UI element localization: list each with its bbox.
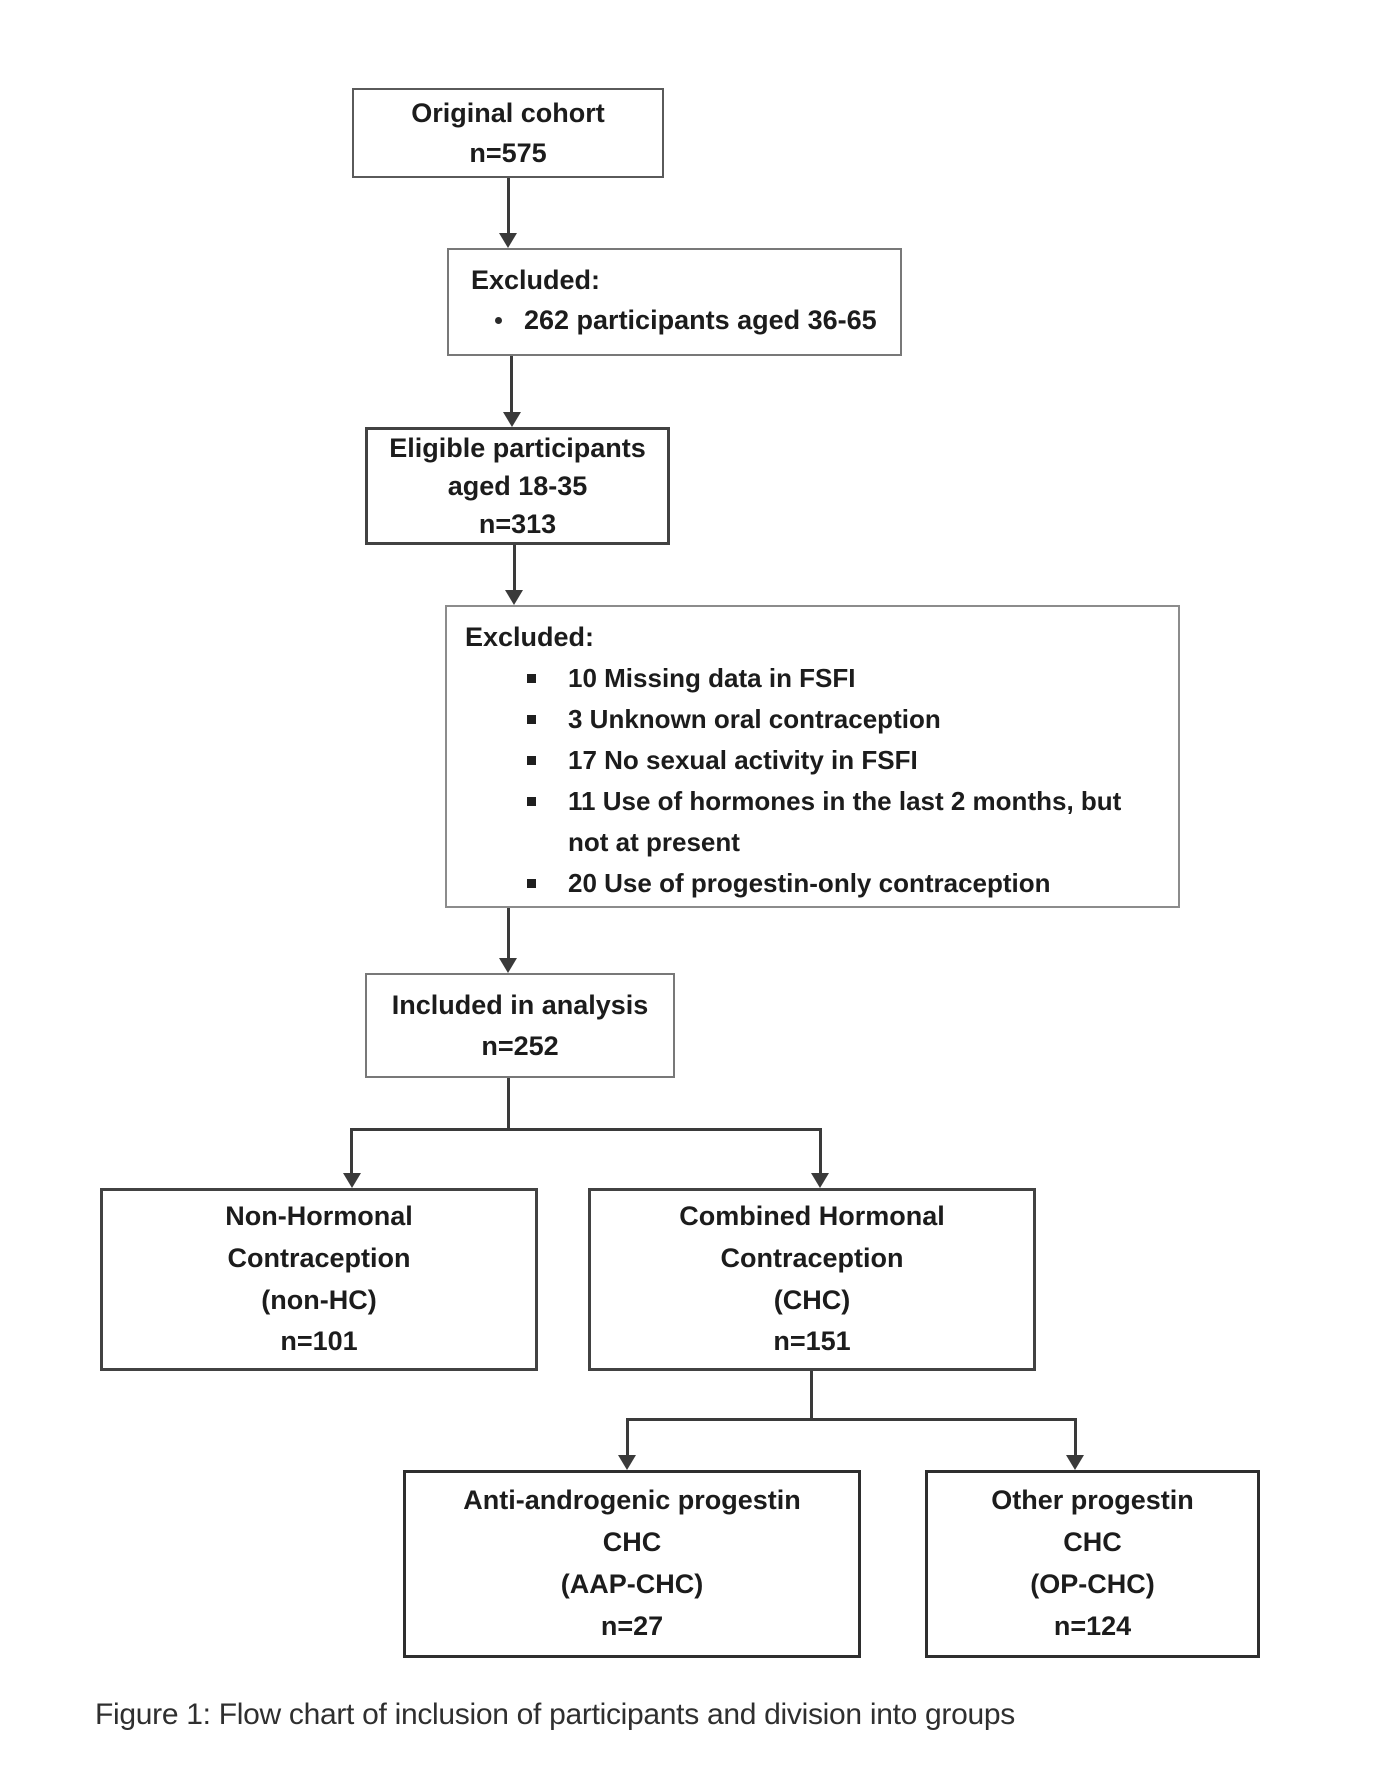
figure-caption: Figure 1: Flow chart of inclusion of par… — [95, 1698, 1015, 1731]
bullet-square-icon — [527, 756, 536, 765]
box-text-line: (OP-CHC) — [1030, 1569, 1155, 1599]
box-text-line: n=252 — [481, 1030, 559, 1061]
box-text: Eligible participants aged 18-35 n=313 — [368, 429, 667, 544]
connector-chc-split — [626, 1418, 1077, 1421]
box-text: Included in analysis n=252 — [367, 985, 673, 1066]
flow-box-excluded-age: Excluded: 262 participants aged 36-65 — [447, 248, 902, 356]
box-text-line: aged 18-35 — [447, 470, 588, 501]
connector-original-to-excluded-age — [507, 178, 510, 235]
arrowhead-down-icon — [505, 590, 523, 605]
box-text-line: Original cohort — [411, 97, 605, 128]
excluded-criteria-list: 10 Missing data in FSFI 3 Unknown oral c… — [463, 658, 1162, 904]
box-text-line: n=575 — [469, 138, 547, 168]
bullet-square-icon — [527, 797, 536, 806]
bullet-square-icon — [527, 879, 536, 888]
arrowhead-down-icon — [811, 1173, 829, 1188]
arrowhead-down-icon — [343, 1173, 361, 1188]
box-text-line: n=27 — [600, 1610, 664, 1641]
connector-included-stem — [507, 1078, 510, 1131]
flow-box-excluded-criteria: Excluded: 10 Missing data in FSFI 3 Unkn… — [445, 605, 1180, 908]
arrowhead-down-icon — [503, 412, 521, 427]
connector-excluded-criteria-to-included — [507, 908, 510, 960]
box-text-line: Other progestin — [991, 1485, 1194, 1516]
excluded-age-title: Excluded: — [471, 265, 601, 295]
flow-box-eligible: Eligible participants aged 18-35 n=313 — [365, 427, 670, 545]
bullet-square-icon — [527, 715, 536, 724]
box-text-line: CHC — [1063, 1527, 1122, 1558]
box-text-line: n=124 — [1053, 1610, 1132, 1641]
box-text-line: n=101 — [280, 1326, 358, 1357]
arrowhead-down-icon — [499, 233, 517, 248]
box-text-line: CHC — [602, 1527, 662, 1558]
connector-included-split — [351, 1128, 822, 1131]
box-text-line: Anti-androgenic progestin — [463, 1485, 801, 1516]
connector-to-non-hc — [350, 1128, 353, 1175]
bullet-item: 17 No sexual activity in FSFI — [527, 740, 1162, 781]
bullet-item: 3 Unknown oral contraception — [527, 699, 1162, 740]
bullet-item: 262 participants aged 36-65 — [495, 300, 884, 340]
excluded-age-list: 262 participants aged 36-65 — [465, 300, 884, 340]
box-text-line: Included in analysis — [391, 990, 649, 1020]
bullet-item: 20 Use of progestin-only contraception — [527, 863, 1162, 904]
box-text-line: (non-HC) — [261, 1284, 377, 1315]
box-text: Original cohort n=575 — [354, 93, 662, 174]
box-text-line: Contraception — [720, 1242, 904, 1273]
box-text-line: Eligible participants — [389, 432, 646, 463]
connector-to-op-chc — [1074, 1418, 1077, 1457]
flow-box-included: Included in analysis n=252 — [365, 973, 675, 1078]
box-text-line: (AAP-CHC) — [560, 1569, 704, 1599]
bullet-item: 11 Use of hormones in the last 2 months,… — [527, 781, 1162, 863]
connector-to-aap-chc — [626, 1418, 629, 1457]
arrowhead-down-icon — [618, 1455, 636, 1470]
arrowhead-down-icon — [499, 958, 517, 973]
connector-excluded-age-to-eligible — [510, 356, 513, 414]
box-text-line: n=151 — [773, 1326, 851, 1357]
bullet-item: 10 Missing data in FSFI — [527, 658, 1162, 699]
arrowhead-down-icon — [1066, 1455, 1084, 1470]
box-text-line: (CHC) — [773, 1284, 851, 1315]
bullet-square-icon — [527, 674, 536, 683]
box-text-line: Contraception — [227, 1242, 411, 1273]
connector-to-chc — [819, 1128, 822, 1175]
box-text-line: Combined Hormonal — [679, 1200, 945, 1231]
connector-eligible-to-excluded-criteria — [513, 545, 516, 592]
connector-chc-stem — [810, 1371, 813, 1421]
bullet-dot-icon — [495, 317, 502, 324]
box-text-line: n=313 — [478, 509, 557, 540]
box-text-line: Non-Hormonal — [225, 1200, 413, 1231]
flow-box-original-cohort: Original cohort n=575 — [352, 88, 664, 178]
excluded-criteria-title: Excluded: — [465, 622, 595, 652]
